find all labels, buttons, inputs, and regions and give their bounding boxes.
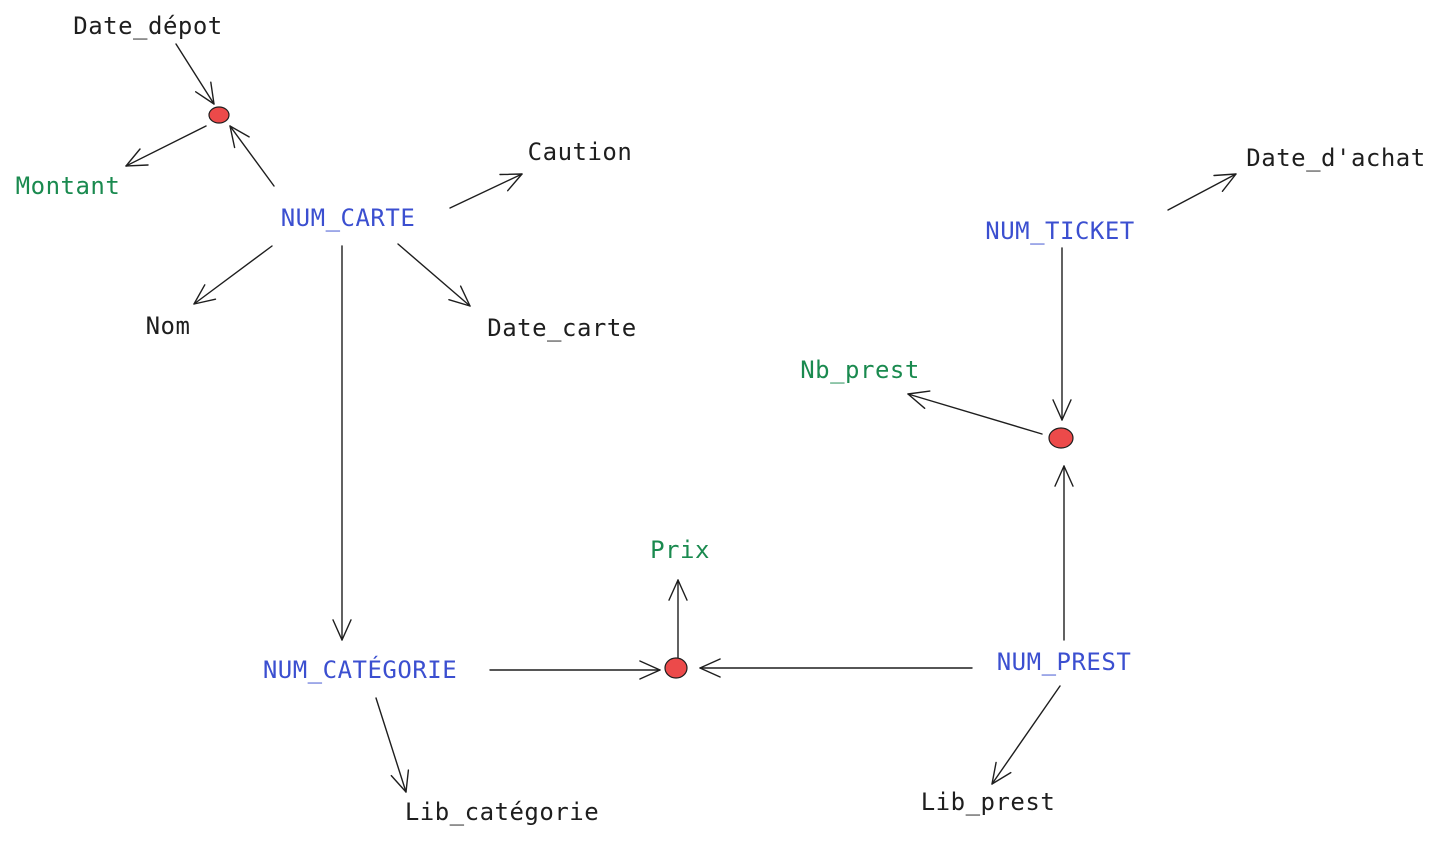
node-date-depot: Date_dépot: [73, 12, 223, 40]
edges-layer: [125, 43, 1237, 793]
arrow-junction-depot-to-montant: [125, 125, 207, 167]
arrow-num-carte-to-caution: [449, 173, 523, 209]
junctions-layer: [208, 106, 1074, 679]
arrow-num-categorie-to-junction-prix: [489, 660, 661, 680]
arrow-junction-nbprest-to-nb-prest: [907, 390, 1043, 435]
arrow-num-carte-to-num-categorie: [332, 245, 352, 641]
node-nb-prest: Nb_prest: [800, 356, 920, 384]
arrow-num-ticket-to-date-achat: [1167, 173, 1237, 211]
arrow-num-carte-to-nom: [193, 245, 273, 305]
node-nom: Nom: [145, 312, 191, 340]
junction-nbprest-dot: [1048, 427, 1074, 449]
arrow-num-prest-to-junction-nbprest: [1054, 465, 1074, 641]
arrow-date-depot-to-junction-depot: [175, 43, 215, 105]
node-date-achat: Date_d'achat: [1246, 144, 1426, 172]
node-lib-prest: Lib_prest: [920, 788, 1056, 816]
arrow-junction-prix-to-prix: [668, 579, 688, 661]
node-caution: Caution: [527, 138, 633, 166]
node-num-ticket: NUM_TICKET: [985, 217, 1135, 245]
node-lib-categorie: Lib_catégorie: [404, 798, 600, 826]
node-num-carte: NUM_CARTE: [280, 204, 416, 232]
arrow-num-carte-to-junction-depot: [229, 125, 275, 187]
node-date-carte: Date_carte: [487, 314, 637, 342]
arrow-num-ticket-to-junction-nbprest: [1052, 247, 1072, 421]
junction-prix-dot: [664, 657, 688, 679]
arrow-num-carte-to-date-carte: [397, 243, 471, 307]
node-num-prest: NUM_PREST: [996, 648, 1132, 676]
arrow-num-prest-to-junction-prix: [699, 658, 973, 678]
arrow-num-categorie-to-lib-categorie: [375, 697, 410, 793]
arrow-num-prest-to-lib-prest: [991, 685, 1061, 785]
node-num-categorie: NUM_CATÉGORIE: [262, 656, 458, 684]
junction-depot-dot: [208, 106, 230, 124]
node-montant: Montant: [15, 172, 121, 200]
node-prix: Prix: [650, 536, 710, 564]
